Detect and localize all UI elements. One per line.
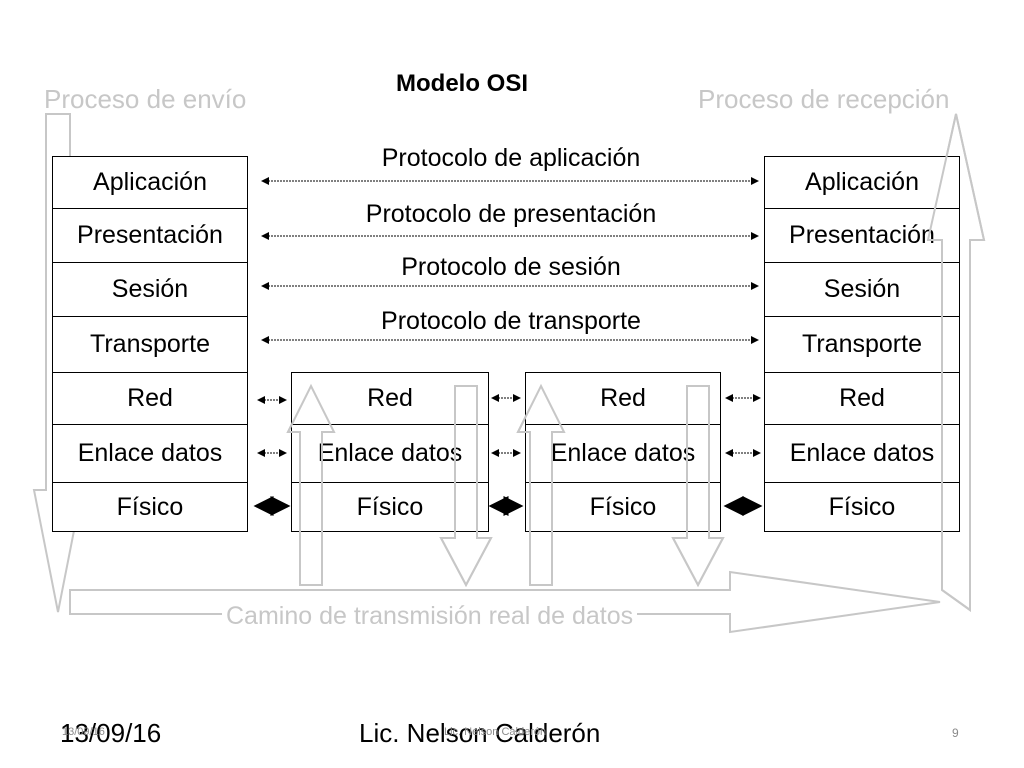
sender-layer-datalink: Enlace datos	[53, 425, 247, 483]
sender-layer-transport: Transporte	[53, 317, 247, 373]
sender-layer-physical: Físico	[116, 492, 184, 521]
footer-date-small: 13/09/16	[62, 726, 105, 738]
relay2-layer-physical: Físico	[589, 492, 657, 521]
relay2-layer-network: Red	[526, 373, 720, 425]
sender-osi-stack: Aplicación Presentación Sesión Transport…	[52, 156, 248, 532]
receiver-layer-session: Sesión	[765, 263, 959, 317]
protocol-application-label: Protocolo de aplicación	[381, 144, 641, 172]
relay-node-2-stack: Red Enlace datos Físico	[525, 372, 721, 532]
receiving-process-label: Proceso de recepción	[698, 84, 950, 114]
sender-layer-network: Red	[53, 373, 247, 425]
protocol-transport-label: Protocolo de transporte	[381, 307, 641, 335]
sending-process-label: Proceso de envío	[44, 84, 247, 114]
relay-node-1-stack: Red Enlace datos Físico	[291, 372, 489, 532]
relay2-layer-datalink: Enlace datos	[526, 425, 720, 483]
transmission-path-label: Camino de transmisión real de datos	[222, 602, 638, 631]
receiver-osi-stack: Aplicación Presentación Sesión Transport…	[764, 156, 960, 532]
footer-author: Lic. Nelson Calderón	[359, 718, 601, 748]
relay1-layer-physical: Físico	[356, 492, 424, 521]
relay1-layer-datalink: Enlace datos	[292, 425, 488, 483]
sender-layer-presentation: Presentación	[53, 209, 247, 263]
protocol-presentation-label: Protocolo de presentación	[365, 200, 657, 228]
footer-date: 13/09/16	[60, 718, 162, 748]
page-number: 9	[952, 726, 959, 740]
receiver-layer-physical: Físico	[828, 492, 896, 521]
sender-layer-application: Aplicación	[53, 157, 247, 209]
receiver-layer-datalink: Enlace datos	[765, 425, 959, 483]
slide-title: Modelo OSI	[396, 70, 528, 97]
receiver-layer-application: Aplicación	[765, 157, 959, 209]
relay1-layer-network: Red	[292, 373, 488, 425]
sender-layer-session: Sesión	[53, 263, 247, 317]
receiver-layer-presentation: Presentación	[765, 209, 959, 263]
protocol-session-label: Protocolo de sesión	[401, 253, 621, 281]
footer-author-small: Lic. Nelson Calderón	[444, 726, 547, 738]
receiver-layer-transport: Transporte	[765, 317, 959, 373]
receiver-layer-network: Red	[765, 373, 959, 425]
